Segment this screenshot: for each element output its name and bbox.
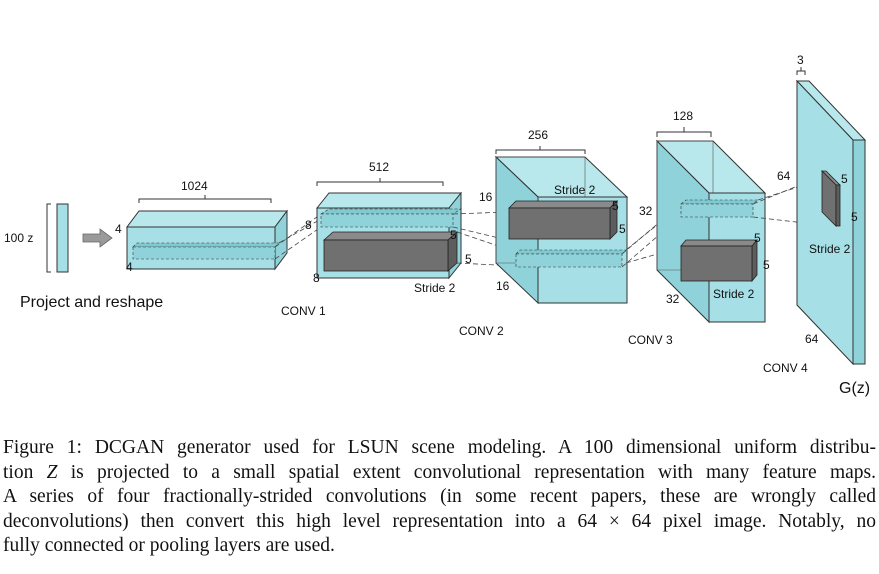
output-bottom-label: 64 bbox=[805, 332, 819, 346]
project-reshape-label: Project and reshape bbox=[20, 294, 163, 311]
block4-bottom-label: 32 bbox=[666, 292, 680, 306]
block4-output-slab bbox=[680, 199, 759, 218]
block1-top-brace bbox=[138, 195, 272, 203]
block3-top-brace bbox=[495, 146, 586, 154]
block4-depth-label: 128 bbox=[673, 109, 693, 123]
output-depth-label: 3 bbox=[797, 53, 804, 67]
caption-line-5: fully connected or pooling layers are us… bbox=[3, 535, 335, 557]
projection-lines-1 bbox=[274, 210, 336, 260]
block2-kernel-label-1: 5 bbox=[450, 228, 457, 242]
output-kernel-label-1: 5 bbox=[841, 172, 848, 186]
block2-bottom-label: 8 bbox=[313, 271, 320, 285]
block1-left-label: 4 bbox=[115, 222, 122, 236]
block4-kernel-label-2: 5 bbox=[763, 258, 770, 272]
block3-kernel bbox=[508, 200, 618, 240]
block4-kernel-label-1: 5 bbox=[754, 231, 761, 245]
input-vector: 100 z Project and reshape bbox=[4, 203, 163, 311]
caption-l2-start: tion bbox=[3, 461, 47, 483]
conv2-label: CONV 2 bbox=[459, 324, 504, 338]
caption-l4-end: pixel image. Notably, no bbox=[651, 510, 876, 532]
output-top-brace bbox=[796, 67, 806, 75]
output-stride-label: Stride 2 bbox=[809, 242, 851, 256]
block-4x4x1024: 1024 4 4 CONV 1 bbox=[115, 179, 326, 318]
caption-line-4: deconvolutions) then convert this high l… bbox=[3, 510, 876, 535]
block3-depth-label: 256 bbox=[528, 128, 548, 142]
block3-kernel-label-2: 5 bbox=[619, 222, 626, 236]
conv3-label: CONV 3 bbox=[628, 333, 673, 347]
block-32x32x128: 128 32 32 5 5 Stride 2 CONV 4 bbox=[639, 109, 808, 375]
output-gz-label: G(z) bbox=[839, 380, 870, 397]
block4-top-brace bbox=[656, 127, 712, 137]
caption-line-2: tion Z is projected to a small spatial e… bbox=[3, 461, 876, 486]
output-kernel bbox=[821, 170, 841, 227]
block-8x8x512: 512 8 8 5 5 Stride 2 CONV 2 bbox=[305, 160, 504, 338]
block-16x16x256: 256 16 16 5 5 Stride 2 CONV 3 bbox=[479, 128, 673, 347]
block2-kernel bbox=[322, 231, 459, 272]
block2-left-label: 8 bbox=[305, 218, 312, 232]
block3-left-label: 16 bbox=[479, 190, 493, 204]
block3-kernel-label-1: 5 bbox=[612, 199, 619, 213]
block4-left-label: 32 bbox=[639, 204, 653, 218]
block3-stride-label: Stride 2 bbox=[554, 183, 596, 197]
input-vector-bar bbox=[56, 203, 69, 273]
block1-bottom-label: 4 bbox=[126, 260, 133, 274]
reshape-arrow bbox=[82, 228, 113, 248]
output-image-64x64x3: 3 64 64 5 5 Stride 2 G(z) bbox=[777, 53, 870, 397]
conv4-label: CONV 4 bbox=[763, 361, 808, 375]
conv1-label: CONV 1 bbox=[281, 304, 326, 318]
dcgan-architecture-diagram: 100 z Project and reshape 1024 4 4 CONV … bbox=[4, 53, 870, 397]
output-left-label: 64 bbox=[777, 169, 791, 183]
block2-depth-label: 512 bbox=[369, 160, 389, 174]
block2-kernel-label-2: 5 bbox=[465, 252, 472, 266]
block3-output-slab bbox=[515, 249, 627, 268]
block4-kernel bbox=[680, 238, 758, 283]
block1-depth-label: 1024 bbox=[181, 179, 208, 193]
input-bracket bbox=[46, 203, 51, 273]
block3-bottom-label: 16 bbox=[496, 279, 510, 293]
block1-kernel-slab bbox=[132, 242, 280, 260]
output-kernel-label-2: 5 bbox=[851, 210, 858, 224]
block2-input-slab bbox=[319, 208, 463, 228]
block4-stride-label: Stride 2 bbox=[713, 287, 755, 301]
caption-line-3: A series of four fractionally-strided co… bbox=[3, 486, 876, 508]
block2-top-brace bbox=[316, 178, 444, 186]
input-label: 100 z bbox=[4, 231, 33, 245]
caption-variable-z: Z bbox=[46, 461, 58, 483]
caption-image-size: 64 × 64 bbox=[577, 510, 652, 532]
block2-stride-label: Stride 2 bbox=[414, 281, 456, 295]
caption-l2-end: is projected to a small spatial extent c… bbox=[57, 461, 876, 483]
caption-line-1: Figure 1: DCGAN generator used for LSUN … bbox=[3, 437, 876, 458]
figure-caption: Figure 1: DCGAN generator used for LSUN … bbox=[3, 436, 876, 559]
caption-l4-start: deconvolutions) then convert this high l… bbox=[3, 510, 578, 532]
